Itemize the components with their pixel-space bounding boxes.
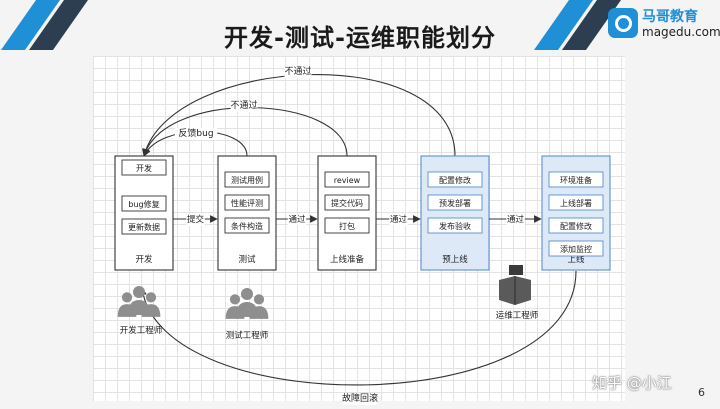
stage-item-label: 测试用例	[231, 175, 263, 185]
stage-item-label: 开发	[136, 163, 152, 173]
back-edge-label-bg	[174, 128, 218, 140]
slide-title: 开发-测试-运维职能划分	[224, 24, 496, 52]
stage-item-label: 条件构造	[231, 221, 263, 231]
stage-label: 上线准备	[330, 254, 365, 265]
stage-item-label: bug修复	[128, 199, 159, 209]
stage-item-label: 打包	[339, 221, 355, 231]
logo-icon	[608, 8, 638, 38]
rollback-edge-line	[139, 270, 577, 386]
stage-item-label: 配置修改	[560, 221, 592, 231]
logo-text: 马哥教育	[642, 9, 698, 25]
back-edge-label: 反馈bug	[178, 127, 213, 139]
stage-item-box	[324, 194, 370, 211]
stage-label: 上线	[567, 254, 585, 265]
forward-edge-label-bg	[506, 214, 525, 226]
forward-edge-label: 通过	[507, 214, 525, 225]
stage-item-label: 配置修改	[439, 175, 471, 185]
stage-item-box	[121, 218, 167, 235]
stage-item-box	[224, 171, 270, 188]
stage-item-label: 性能评测	[231, 198, 263, 208]
person-head	[121, 292, 133, 303]
stage-item-box	[224, 217, 270, 234]
stage-item-box	[427, 171, 483, 188]
back-edge-label-bg	[284, 66, 312, 78]
forward-edge-label-bg	[389, 214, 408, 226]
person-head	[241, 288, 253, 300]
role-label: 运维工程师	[496, 310, 539, 321]
back-edge-label-bg	[230, 100, 258, 112]
brand-logo: 马哥教育 magedu.com	[608, 6, 720, 42]
forward-edge-label-bg	[287, 214, 307, 226]
stage-item-box	[324, 217, 370, 234]
stage-item-label: 提交代码	[331, 198, 363, 208]
person-body	[128, 300, 150, 315]
stage-item-box	[224, 194, 270, 211]
back-edge-line	[142, 73, 456, 157]
logo-domain: magedu.com	[642, 25, 720, 39]
tester-group-icon	[225, 288, 269, 319]
page-number: 6	[698, 386, 705, 399]
back-edge-label: 不通过	[284, 65, 311, 77]
stage-item-label: 上线部署	[560, 198, 592, 208]
stage-item-box	[121, 195, 167, 212]
person-head	[145, 292, 157, 303]
person-body	[236, 302, 258, 317]
watermark: 知乎 @小江	[592, 374, 672, 392]
rollback-label: 故障回滚	[342, 392, 378, 404]
ops-server-icon	[499, 265, 531, 305]
stage-label: 预上线	[442, 254, 468, 265]
stage-item-box	[548, 240, 604, 257]
developer-group-icon	[117, 286, 161, 317]
person-head	[133, 286, 145, 298]
stage-item-box	[121, 159, 167, 176]
forward-edge-label-bg	[186, 214, 205, 226]
person-head	[253, 294, 265, 305]
diagram-canvas	[93, 56, 625, 401]
stage-item-box	[548, 194, 604, 211]
stage-label: 测试	[238, 254, 256, 265]
stage-item-label: 预发部署	[439, 198, 471, 208]
role-label: 开发工程师	[120, 325, 163, 336]
back-edge-label: 不通过	[230, 99, 257, 111]
role-label: 测试工程师	[226, 330, 269, 341]
stage-item-label: 环境准备	[560, 175, 592, 185]
rollback-label-bg	[342, 393, 378, 405]
forward-edge-label: 通过	[288, 214, 306, 225]
stage-item-box	[427, 217, 483, 234]
stage-item-label: 发布验收	[439, 221, 471, 231]
forward-edge-label: 通过	[390, 214, 408, 225]
server-part	[509, 265, 523, 275]
stage-item-box	[548, 217, 604, 234]
stage-item-label: 添加监控	[560, 244, 592, 254]
forward-edge-label: 提交	[187, 214, 205, 225]
stage-item-label: review	[334, 176, 361, 185]
stage-item-label: 更新数据	[128, 222, 160, 232]
stage-item-box	[548, 171, 604, 188]
stage-label: 开发	[135, 254, 153, 265]
person-head	[229, 294, 241, 305]
stage-item-box	[324, 171, 370, 188]
stage-item-box	[427, 194, 483, 211]
